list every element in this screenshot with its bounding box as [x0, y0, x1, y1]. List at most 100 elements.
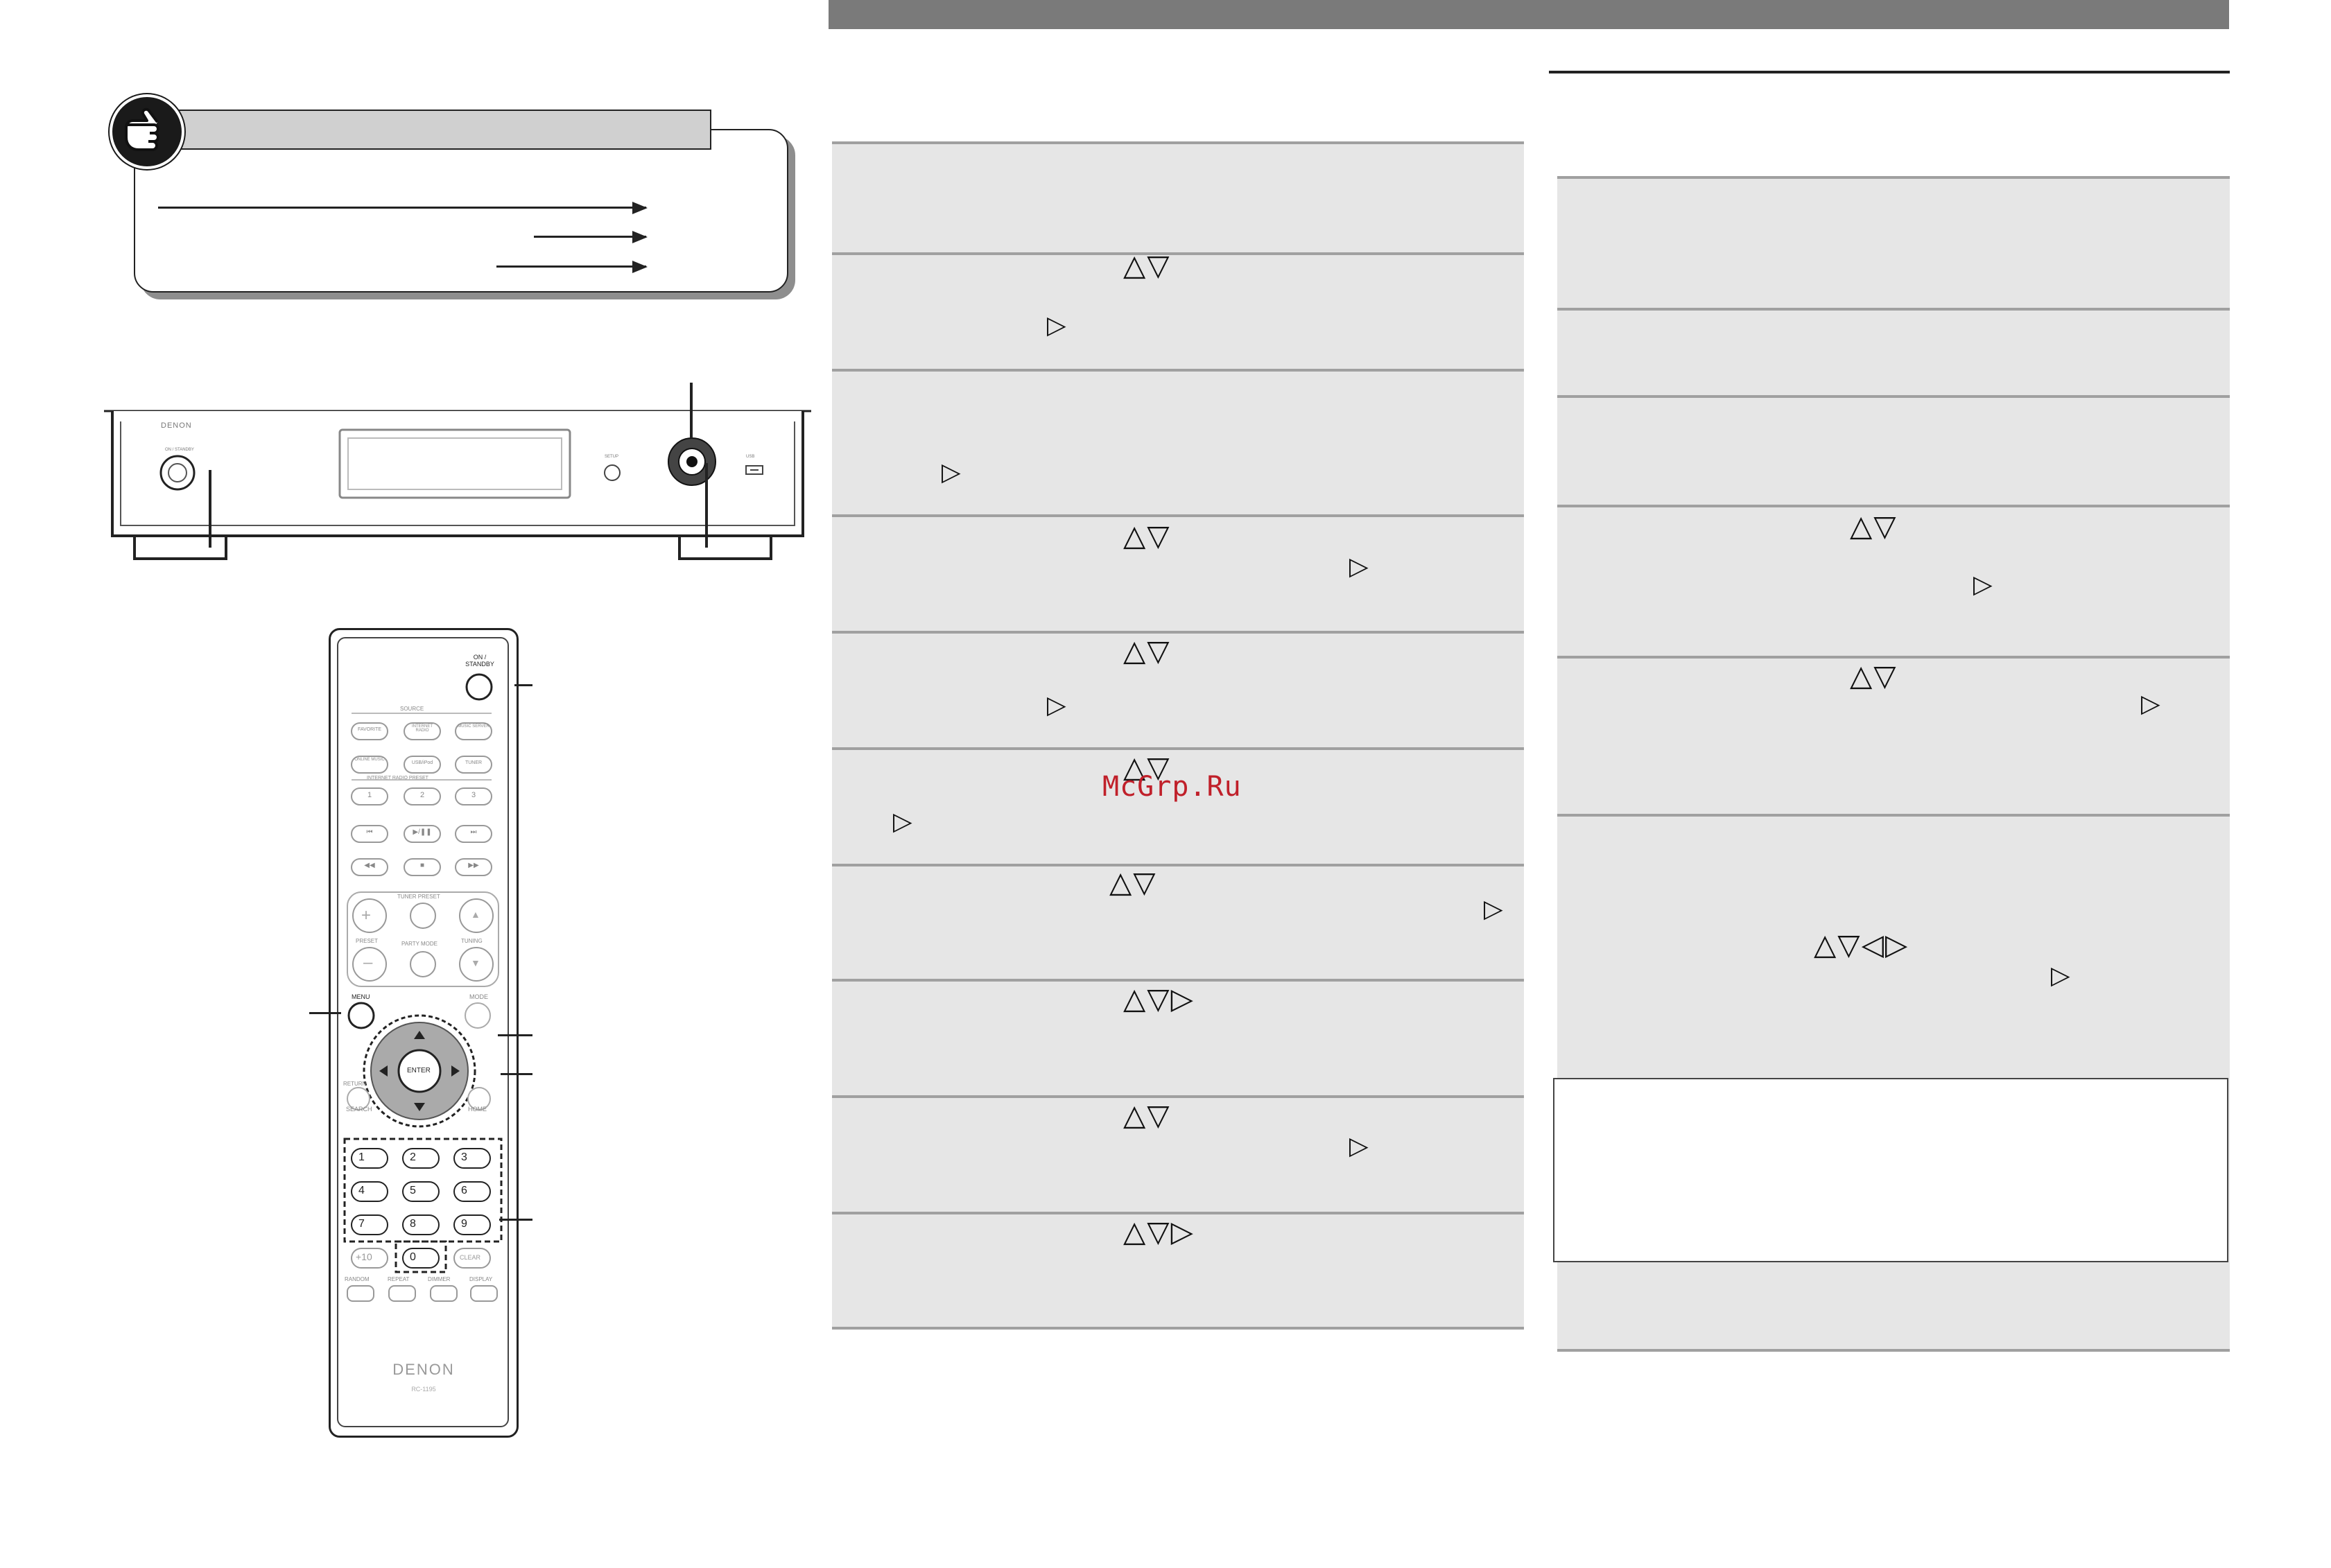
remote-tuning-label: TUNING [461, 938, 483, 944]
remote-party-mode-label: PARTY MODE [401, 941, 438, 947]
right-step-6-right-arrow: ▷ [2051, 961, 2072, 990]
right-step-row [1557, 1349, 2230, 1352]
right-step-row [1557, 395, 2230, 398]
remote-control: ON / STANDBY SOURCE FAVORITE INTERNET RA… [329, 628, 519, 1438]
remote-callout-standby [514, 684, 532, 686]
remote-num-0-button[interactable]: 0 [410, 1251, 416, 1263]
left-step-9-right-arrow: ▷ [1349, 1132, 1370, 1160]
device-callout-dial [690, 383, 693, 438]
remote-num-1-button[interactable]: 1 [358, 1151, 365, 1163]
left-step-2-arrows: △▽ [1123, 248, 1171, 282]
remote-callout-dpad-up [498, 1034, 532, 1036]
remote-num-4-button[interactable]: 4 [358, 1185, 365, 1196]
remote-callout-numpad [499, 1219, 532, 1221]
left-step-10-arrows: △▽▷ [1123, 1214, 1195, 1248]
left-step-row [832, 747, 1524, 750]
remote-num-7-button[interactable]: 7 [358, 1218, 365, 1230]
remote-source-heading: SOURCE [400, 706, 424, 712]
remote-brand-logo: DENON [392, 1361, 455, 1378]
remote-usb-ipod-button[interactable]: USB/iPod [411, 760, 433, 765]
remote-callout-menu [309, 1012, 341, 1014]
remote-tuning-up-icon[interactable]: ▲ [471, 909, 480, 920]
device-callout-power [209, 470, 211, 548]
remote-rewind-button[interactable]: ◀◀ [364, 862, 375, 869]
left-step-row [832, 252, 1524, 255]
remote-repeat-label: REPEAT [388, 1276, 410, 1282]
left-step-row [832, 1327, 1524, 1330]
right-note-box [1553, 1078, 2228, 1262]
remote-stop-button[interactable]: ■ [419, 862, 425, 869]
left-steps-panel: △▽ ▷ ▷ △▽ ▷ △▽ ▷ △▽ ▷ △▽ ▷ △▽▷ △▽ ▷ △▽▷ [832, 141, 1524, 1330]
left-step-7-right-arrow: ▷ [1484, 895, 1505, 923]
remote-internet-radio-button[interactable]: INTERNET RADIO [412, 724, 433, 733]
left-step-row [832, 631, 1524, 634]
remote-clear-button[interactable]: CLEAR [460, 1254, 481, 1261]
left-step-row [832, 1212, 1524, 1214]
left-step-row [832, 369, 1524, 372]
left-step-row [832, 514, 1524, 517]
remote-preset-1-button[interactable]: 1 [367, 791, 372, 799]
left-step-2-right-arrow: ▷ [1047, 311, 1068, 340]
remote-num-8-button[interactable]: 8 [410, 1218, 416, 1230]
remote-callout-dpad-right [501, 1073, 532, 1075]
remote-preset-2-button[interactable]: 2 [419, 791, 425, 799]
remote-tuner-button[interactable]: TUNER [465, 760, 483, 765]
watermark-text: McGrp.Ru [1102, 771, 1242, 803]
right-step-5-right-arrow: ▷ [2141, 690, 2162, 718]
left-step-row [832, 864, 1524, 866]
right-step-row [1557, 814, 2230, 817]
remote-skip-back-button[interactable]: ⏮ [366, 828, 373, 836]
left-step-3-right-arrow: ▷ [942, 458, 962, 487]
remote-plus10-button[interactable]: +10 [356, 1251, 372, 1262]
remote-tuner-preset-heading: TUNER PRESET [397, 894, 440, 900]
remote-model-label: RC-1195 [411, 1386, 436, 1393]
remote-num-6-button[interactable]: 6 [461, 1185, 467, 1196]
remote-online-music-button[interactable]: ONLINE MUSIC [354, 758, 385, 762]
remote-num-5-button[interactable]: 5 [410, 1185, 416, 1196]
remote-preset-heading: INTERNET RADIO PRESET [367, 776, 428, 781]
power-label: ON / STANDBY [165, 448, 194, 452]
remote-music-server-button[interactable]: MUSIC SERVER [458, 724, 489, 729]
note-title-bar [139, 110, 711, 150]
right-step-4-arrows: △▽ [1850, 509, 1898, 543]
remote-play-pause-button[interactable]: ▶/❚❚ [413, 828, 432, 836]
right-step-row [1557, 308, 2230, 311]
remote-home-label: HOME [468, 1106, 487, 1113]
remote-num-2-button[interactable]: 2 [410, 1151, 416, 1163]
right-step-row [1557, 505, 2230, 507]
remote-random-label: RANDOM [345, 1276, 370, 1282]
remote-num-3-button[interactable]: 3 [461, 1151, 467, 1163]
right-step-4-right-arrow: ▷ [1973, 570, 1994, 599]
note-arrow-2 [534, 231, 648, 243]
left-step-row [832, 1095, 1524, 1098]
left-step-8-arrows: △▽▷ [1123, 982, 1195, 1016]
remote-dimmer-label: DIMMER [428, 1276, 451, 1282]
left-step-row [832, 979, 1524, 982]
remote-mode-label: MODE [469, 993, 488, 1000]
left-step-row [832, 141, 1524, 144]
left-step-5-arrows: △▽ [1123, 634, 1171, 668]
left-step-6-arrows: △▽ [1123, 750, 1171, 784]
remote-enter-button[interactable]: ENTER [407, 1067, 431, 1074]
remote-skip-forward-button[interactable]: ⏭ [470, 828, 477, 836]
right-step-row [1557, 656, 2230, 659]
remote-preset-3-button[interactable]: 3 [471, 791, 476, 799]
remote-preset-down-icon[interactable]: – [363, 953, 373, 972]
remote-preset-up-icon[interactable]: + [361, 906, 372, 925]
right-step-6-arrows: △▽◁▷ [1814, 927, 1909, 961]
usb-label: USB [746, 455, 755, 459]
remote-search-label: SEARCH [346, 1106, 372, 1113]
remote-fast-forward-button[interactable]: ▶▶ [468, 862, 479, 869]
device-brand-logo: DENON [161, 421, 192, 430]
remote-on-standby-label: ON / STANDBY [465, 654, 494, 668]
note-arrow-1 [158, 202, 648, 214]
pointing-hand-icon [110, 94, 184, 169]
header-bar [829, 0, 2229, 29]
remote-num-9-button[interactable]: 9 [461, 1218, 467, 1230]
left-step-5-right-arrow: ▷ [1047, 691, 1068, 720]
note-box [134, 129, 788, 293]
remote-display-label: DISPLAY [469, 1276, 493, 1282]
remote-favorite-button[interactable]: FAVORITE [357, 727, 382, 732]
remote-tuning-down-icon[interactable]: ▼ [471, 957, 480, 968]
device-callout-dial-bottom [705, 463, 708, 548]
